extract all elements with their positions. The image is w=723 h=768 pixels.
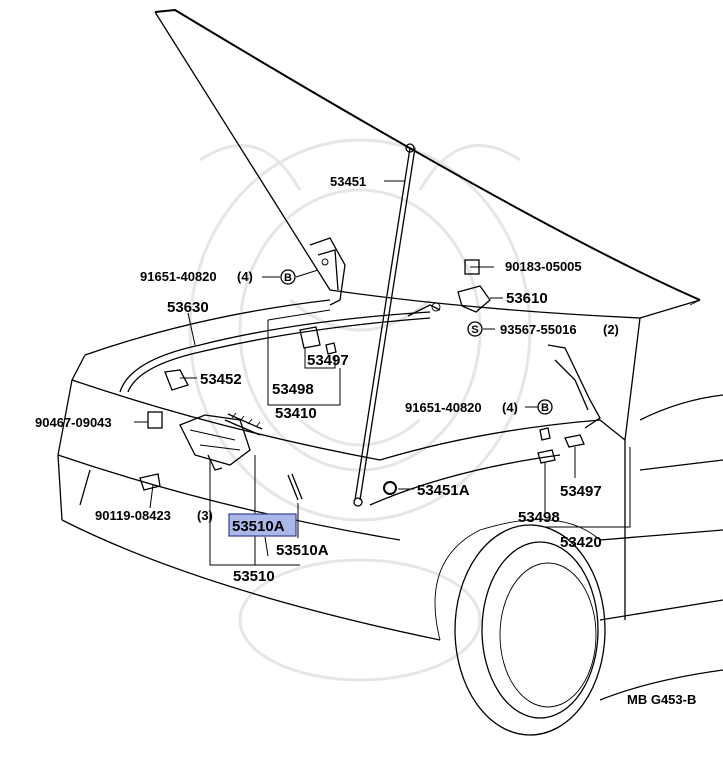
- hinge-right: [547, 344, 601, 429]
- label-53510A-highlighted: 53510A: [232, 518, 285, 535]
- highlight-box: [228, 513, 297, 537]
- lock-assembly: [179, 412, 303, 501]
- label-53420: 53420: [560, 534, 602, 551]
- label-90183: 90183-05005: [505, 259, 582, 274]
- bracket-53452: [164, 369, 189, 391]
- b-callout-right: B: [537, 399, 553, 415]
- trunk-lid: [154, 8, 701, 441]
- label-53630: 53630: [167, 299, 209, 316]
- cushion-53497-right: [537, 427, 585, 464]
- s-callout-text: S: [471, 324, 478, 336]
- label-53498-left: 53498: [272, 381, 314, 398]
- label-93567: 93567-55016: [500, 322, 577, 337]
- bolt-90119: [139, 473, 161, 491]
- label-53410: 53410: [275, 405, 317, 422]
- cable-clip: [407, 302, 441, 317]
- label-90467: 90467-09043: [35, 415, 112, 430]
- b-callout-top: B: [280, 269, 296, 285]
- bolt-90467: [147, 411, 163, 429]
- leader-lines: [134, 180, 631, 566]
- label-53452: 53452: [200, 371, 242, 388]
- label-93567-qty: (2): [603, 322, 619, 337]
- s-callout: S: [467, 321, 483, 337]
- torsion-bar: [119, 311, 431, 393]
- label-53510: 53510: [233, 568, 275, 585]
- car-body: [57, 299, 723, 736]
- label-53451A: 53451A: [417, 482, 470, 499]
- hinge-left: [309, 237, 346, 306]
- b-callout-text: B: [284, 272, 292, 284]
- grommet-53451A: [383, 481, 397, 495]
- label-90119-qty: (3): [197, 508, 213, 523]
- b-callout-right-text: B: [541, 402, 549, 414]
- label-91651-right: 91651-40820: [405, 400, 482, 415]
- label-53610: 53610: [506, 290, 548, 307]
- label-53510A: 53510A: [276, 542, 329, 559]
- lid-support-rod: [353, 143, 416, 507]
- label-91651-top: 91651-40820: [140, 269, 217, 284]
- label-53497-left: 53497: [307, 352, 349, 369]
- label-53451: 53451: [330, 174, 366, 189]
- cushion-53497-left: [299, 326, 337, 355]
- label-53497-right: 53497: [560, 483, 602, 500]
- label-90119: 90119-08423: [95, 508, 171, 523]
- label-91651-top-qty: (4): [237, 269, 253, 284]
- label-53498-right: 53498: [518, 509, 560, 526]
- label-91651-right-qty: (4): [502, 400, 518, 415]
- diagram-ref-code: MB G453-B: [627, 692, 696, 707]
